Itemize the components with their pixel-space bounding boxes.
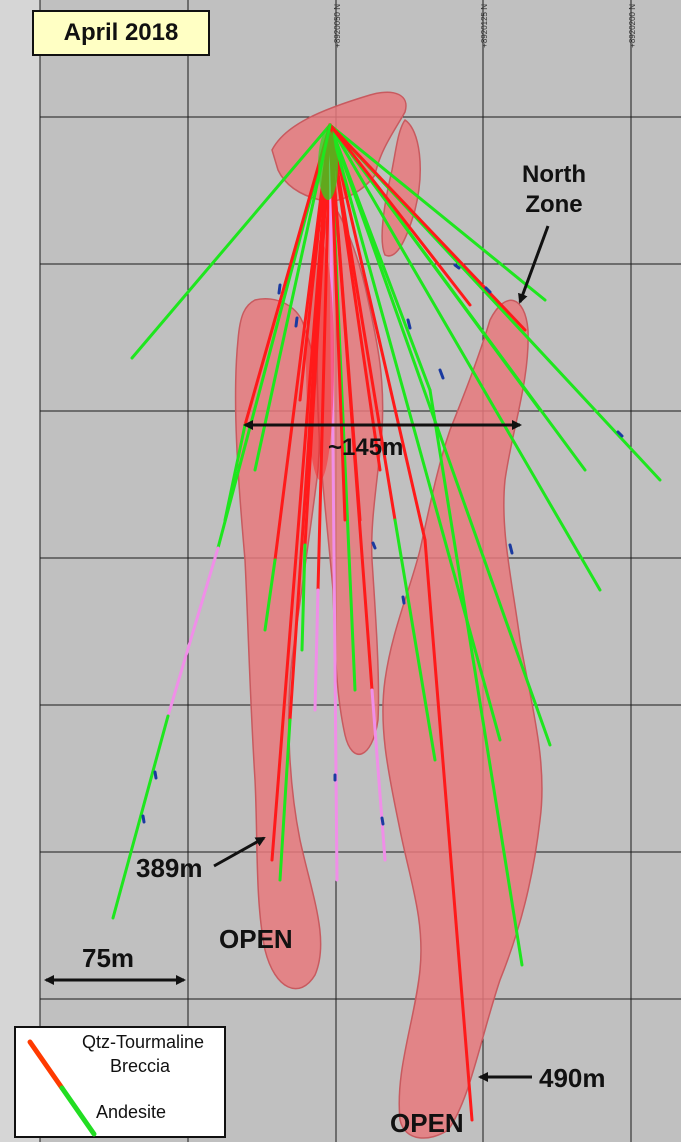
width-label: ~145m [328,434,404,461]
legend-swatch [27,1039,97,1137]
drill-trace [263,558,277,632]
depth-389-arrow [213,836,266,868]
drill-trace [328,123,547,302]
north-zone-line-2: Zone [525,191,583,218]
drill-trace [253,123,332,472]
drill-trace [243,123,332,427]
drill-trace [328,123,382,472]
title-box: April 2018 [32,10,210,56]
legend-breccia-line-1: Qtz-Tourmaline [82,1032,205,1052]
drill-trace [328,123,427,542]
legend: Qtz-Tourmaline Breccia Andesite [14,1026,226,1138]
open-left-label: OPEN [219,924,293,954]
drill-trace [423,538,474,1122]
legend-andesite: Andesite [96,1102,167,1122]
drill-trace [270,123,332,862]
left-margin [0,0,40,1142]
scale-label: 75m [82,943,135,973]
depth-490-label: 490m [539,1063,606,1093]
drill-trace [328,123,339,882]
drill-trace [223,423,247,522]
depth-389-label: 389m [136,853,203,883]
drill-trace [166,546,220,718]
drill-traces [111,123,662,1122]
drill-trace [428,388,524,967]
northing-label: +8920200 N [628,4,637,48]
drill-trace [300,543,307,652]
drill-trace [328,123,542,412]
north-zone-arrow [518,225,550,304]
orebody-west-pipe [234,298,322,990]
drill-trace [111,714,170,920]
figure-title: April 2018 [63,19,179,46]
drill-trace [328,123,552,747]
mafic-intervals [141,263,624,826]
drill-trace [328,123,602,592]
drill-trace [328,123,472,307]
drill-trace [316,123,332,592]
northing-label: +8920050 N [333,4,342,48]
drill-trace [313,588,320,712]
drill-trace [328,123,527,332]
drill-trace [328,123,362,522]
orebody-east-pipe [382,299,543,1139]
drill-trace [130,123,332,360]
drill-trace [278,718,292,882]
legend-breccia-line-2: Breccia [110,1056,171,1076]
northing-label: +8920125 N [480,4,489,48]
drill-trace [370,688,387,862]
drill-trace [393,518,437,762]
open-bottom-label: OPEN [390,1108,464,1138]
north-zone-label: North Zone [522,160,586,220]
north-zone-line-1: North [522,161,586,188]
orebody-small-lens [381,118,421,257]
drill-trace [328,123,502,742]
